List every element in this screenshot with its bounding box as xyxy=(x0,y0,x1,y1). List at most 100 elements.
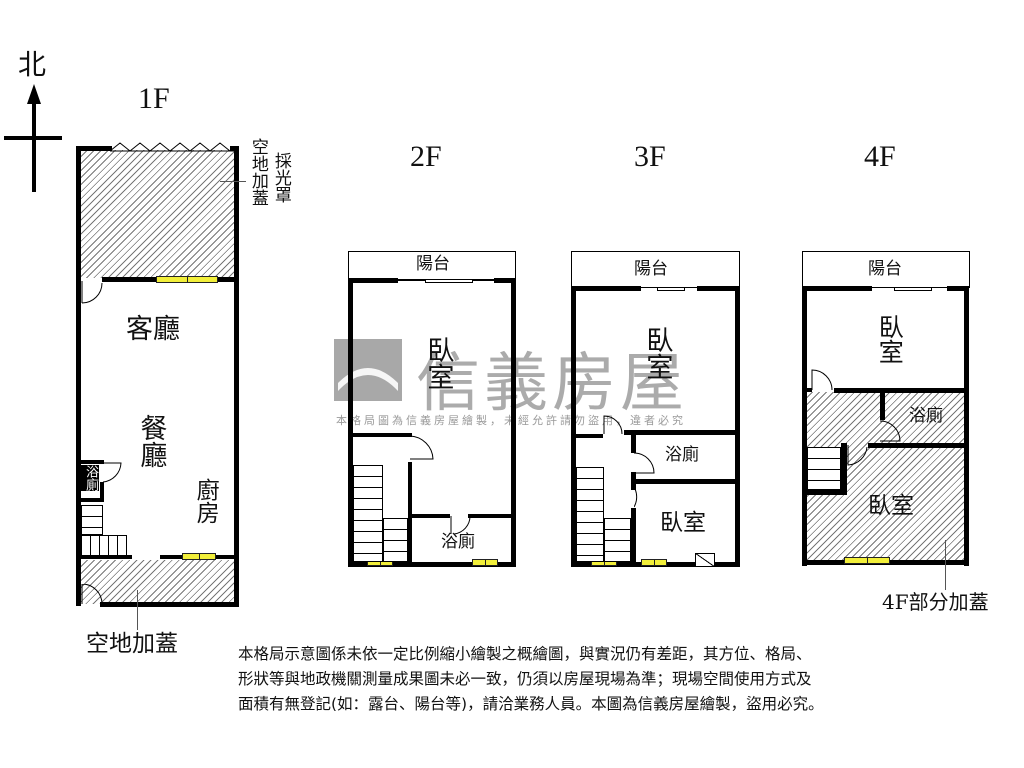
wall xyxy=(348,278,398,283)
wall xyxy=(80,460,104,464)
floor-title-2f: 2F xyxy=(410,140,442,173)
wall xyxy=(868,443,969,448)
annotation-leader-line xyxy=(220,181,246,182)
wall xyxy=(511,278,516,566)
window xyxy=(472,559,498,566)
wall xyxy=(80,498,104,502)
wall xyxy=(806,490,847,495)
room-label-bathroom-2f: 浴廁 xyxy=(441,532,475,552)
annotation-leader-line xyxy=(945,540,946,590)
wall xyxy=(964,286,969,566)
wall xyxy=(631,472,636,490)
door-icon xyxy=(409,435,434,460)
stairs xyxy=(353,465,383,562)
annotation-skylight: 採光罩 xyxy=(270,152,291,203)
room-label-living-room: 客廳 xyxy=(126,314,180,345)
disclaimer-line-3: 面積有無登記(如：露台、陽台等)，請洽業務人員。本圖為信義房屋繪製，盜用必究。 xyxy=(238,695,824,713)
wall xyxy=(575,434,603,438)
wall xyxy=(468,514,514,518)
wall xyxy=(697,286,740,291)
wall xyxy=(80,555,132,559)
wall xyxy=(802,286,807,566)
extension-area-bottom xyxy=(81,560,235,604)
north-label: 北 xyxy=(18,48,47,81)
wall xyxy=(76,146,81,606)
door-icon xyxy=(634,452,655,474)
door-icon xyxy=(81,584,103,605)
door-icon xyxy=(603,415,623,435)
floor-title-1f: 1F xyxy=(138,82,170,115)
skylight-icon xyxy=(110,142,235,152)
wall xyxy=(348,562,516,567)
wall xyxy=(408,462,412,564)
wall xyxy=(636,479,736,484)
wall xyxy=(841,443,847,493)
room-label-balcony-4f: 陽台 xyxy=(868,259,902,279)
door-icon xyxy=(81,281,103,304)
wall xyxy=(100,602,239,607)
stairs xyxy=(81,535,127,556)
balcony xyxy=(348,251,516,281)
sliding-door xyxy=(425,279,473,283)
room-label-bedroom-2-3f: 臥室 xyxy=(660,510,706,536)
door-icon xyxy=(811,369,833,391)
room-label-bedroom-2-4f: 臥室 xyxy=(868,493,914,519)
door-icon xyxy=(847,445,868,466)
wall xyxy=(880,390,885,420)
wall xyxy=(947,286,969,291)
wall xyxy=(802,286,872,291)
wall xyxy=(352,433,412,437)
vent xyxy=(695,553,715,567)
wall xyxy=(76,146,112,151)
window xyxy=(182,553,216,560)
wall xyxy=(234,146,239,606)
annotation-partial-extension-4f: 4F部分加蓋 xyxy=(882,590,989,614)
floor-title-4f: 4F xyxy=(864,140,896,173)
room-label-bedroom-2f: 臥室 xyxy=(422,336,454,390)
stairs xyxy=(81,505,103,535)
balcony xyxy=(571,251,740,288)
room-label-bedroom-1-4f: 臥室 xyxy=(875,314,905,364)
disclaimer-line-1: 本格局示意圖係未依一定比例縮小繪製之概繪圖，與實況仍有差距，其方位、格局、 xyxy=(238,645,812,663)
wall xyxy=(806,388,812,392)
room-label-kitchen: 廚房 xyxy=(192,478,219,524)
stairs-landing xyxy=(383,518,408,562)
window xyxy=(156,276,218,283)
balcony xyxy=(802,251,970,288)
room-label-bedroom-1-3f: 臥室 xyxy=(641,326,673,380)
room-label-bathroom-3f: 浴廁 xyxy=(665,445,699,465)
wall xyxy=(735,286,740,566)
annotation-leader-line xyxy=(137,590,138,630)
floor-title-3f: 3F xyxy=(634,140,666,173)
wall xyxy=(834,388,969,393)
wall xyxy=(410,514,450,518)
sliding-door xyxy=(657,287,685,291)
sliding-door xyxy=(894,287,932,291)
stairs xyxy=(807,447,841,490)
wall xyxy=(571,286,641,291)
watermark-notice: 本格局圖為信義房屋繪製，未經允許請勿盜用，違者必究 xyxy=(336,412,686,428)
north-arrow-icon xyxy=(4,84,62,192)
wall xyxy=(571,286,576,566)
stairs-landing xyxy=(604,518,631,562)
extension-area-top xyxy=(81,150,235,278)
watermark-brand: 信義房屋 xyxy=(416,347,688,421)
disclaimer: 本格局示意圖係未依一定比例縮小繪製之概繪圖，與實況仍有差距，其方位、格局、 形狀… xyxy=(238,642,998,717)
wall xyxy=(631,508,636,564)
room-label-bathroom-1f: 浴廁 xyxy=(81,465,99,491)
room-label-balcony-3f: 陽台 xyxy=(634,259,668,279)
door-icon xyxy=(880,420,901,442)
wall xyxy=(100,482,104,500)
window xyxy=(641,559,667,566)
room-label-bathroom-4f: 浴廁 xyxy=(909,406,943,426)
door-icon xyxy=(450,516,471,535)
room-label-dining-room: 餐廳 xyxy=(135,414,167,468)
watermark-logo-icon xyxy=(334,339,402,401)
window xyxy=(844,557,890,564)
stairs xyxy=(576,467,604,562)
wall xyxy=(348,278,353,566)
disclaimer-line-2: 形狀等與地政機關測量成果圖未必一致，仍須以房屋現場為準；現場空間使用方式及 xyxy=(238,670,812,688)
room-label-balcony-2f: 陽台 xyxy=(416,254,450,274)
door-icon xyxy=(103,462,122,483)
door-icon xyxy=(634,486,638,508)
